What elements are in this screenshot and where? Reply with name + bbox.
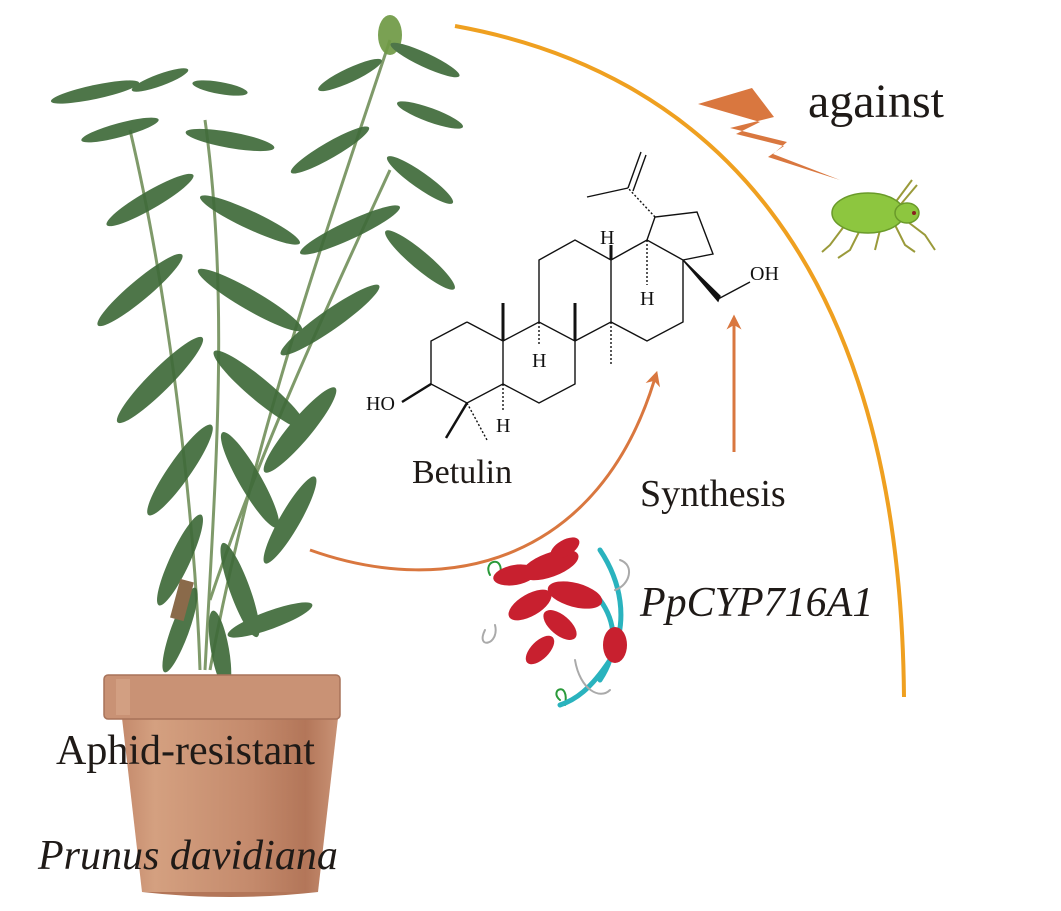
h-label: H: [600, 227, 614, 249]
h-label: H: [532, 350, 546, 372]
h-label: H: [496, 415, 510, 437]
synthesis-label: Synthesis: [640, 473, 786, 515]
against-label: against: [808, 75, 944, 128]
pot-icon: [103, 674, 341, 897]
gene-label: PpCYP716A1: [640, 580, 874, 626]
protein-structure-icon: [481, 537, 630, 708]
aphid-icon: [821, 179, 936, 259]
lightning-bolt-icon: [698, 88, 840, 180]
h-label: H: [640, 288, 654, 310]
ho-label: HO: [366, 393, 395, 415]
plant-species-label: Prunus davidiana: [38, 833, 338, 879]
compound-label: Betulin: [412, 454, 513, 491]
outer-arc: [454, 24, 906, 698]
plant-icon: [50, 15, 463, 690]
betulin-structure: HO OH H H H H: [366, 151, 779, 441]
plant-trait-label: Aphid-resistant: [56, 728, 315, 774]
oh-label: OH: [750, 263, 779, 285]
synthesis-curved-arrow: [309, 370, 661, 572]
